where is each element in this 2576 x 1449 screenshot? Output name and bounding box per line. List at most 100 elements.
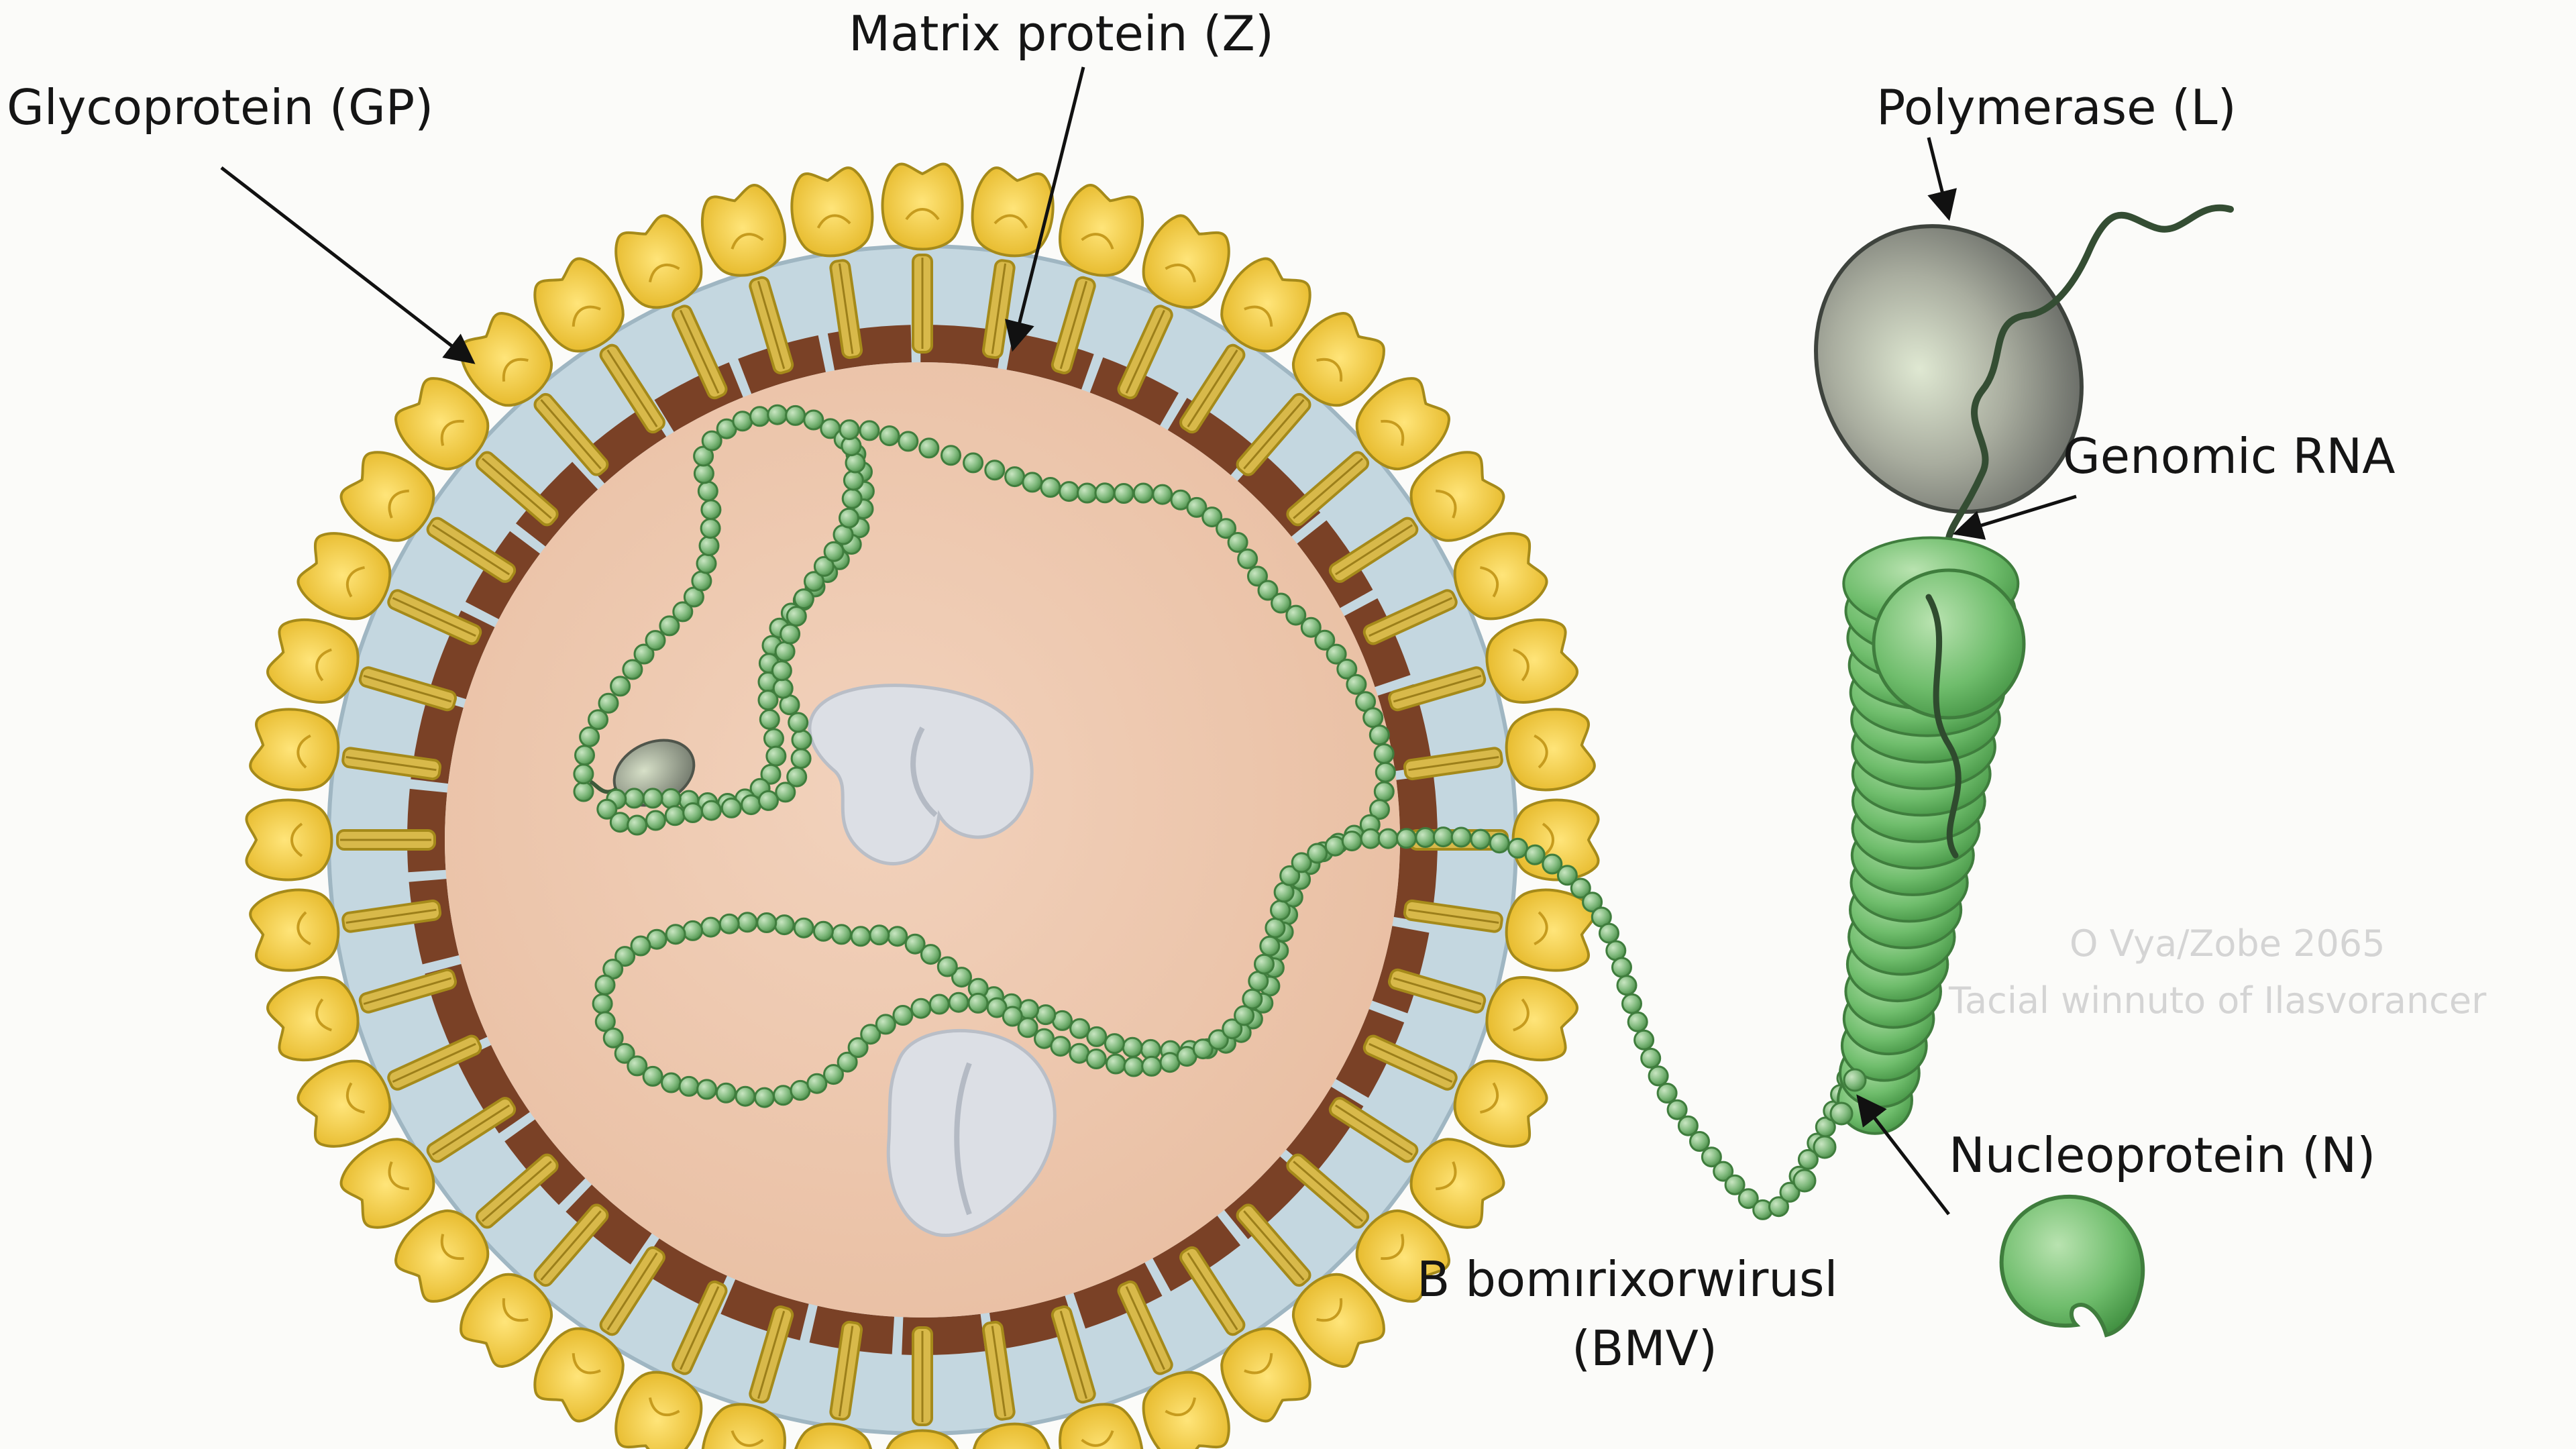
nucleoprotein-bead [1570,877,1591,899]
nucleoprotein-bead [691,570,712,592]
nucleoprotein-bead [1227,532,1248,553]
nucleoprotein-bead [664,805,686,826]
glycoprotein-spike [971,1320,1055,1449]
glycoprotein-spike [881,162,964,354]
nucleoprotein-bead [839,507,859,529]
nucleoprotein-bead [1768,1196,1789,1218]
nucleoprotein-bead [879,425,900,447]
nucleoprotein-bead [1152,484,1173,505]
nucleoprotein-bead [1201,506,1223,528]
nucleoprotein-bead [1813,1135,1837,1159]
nucleoprotein-bead [845,452,866,474]
nucleoprotein-bead [1234,1005,1255,1026]
nucleoprotein-bead [574,745,595,766]
nucleoprotein-bead [741,794,762,816]
nucleoprotein-bead [614,1042,635,1064]
glycoprotein-spike [1117,214,1230,400]
nucleoprotein-bead [1247,566,1268,587]
polymerase-label: Polymerase (L) [1876,79,2237,136]
genomic-rna-arrow [1952,494,2077,540]
glycoprotein-arrow [220,166,476,364]
rna-overlay [1925,594,1962,859]
nucleoprotein-bead [1524,844,1546,865]
nucleoprotein-bead [1122,1036,1143,1058]
glycoprotein-spike [1179,1246,1311,1423]
nucleoprotein-bead [786,606,807,627]
nucleoprotein-bead [1346,674,1367,695]
nucleoprotein-bead [1259,935,1281,957]
glycoprotein-spikes [245,162,1600,1449]
nucleoprotein-bead [1104,1033,1125,1055]
watermark-line-2: Tacial winnuto of Ilasvorancer [1948,979,2487,1022]
nucleoprotein-bead [1085,1049,1107,1069]
glycoprotein-spike [1403,888,1596,972]
nucleoprotein-bead [598,692,619,714]
glycoprotein-spike [971,166,1055,360]
nucleoprotein-bead [1077,482,1097,504]
nucleoprotein-bead [627,1055,648,1077]
glycoprotein-spike [1362,532,1548,645]
nucleoprotein-bead [661,1072,682,1093]
nucleoprotein-bead [1279,865,1301,886]
glycoprotein-spike [266,618,457,712]
nucleoprotein-bead [1701,1146,1722,1168]
nucleoprotein-bead [1105,1053,1126,1075]
nucleoprotein-bead [754,1087,775,1108]
nucleoprotein-bead [645,630,666,651]
nucleoprotein-bead [918,437,940,459]
nucleoprotein-bead [928,994,950,1015]
nucleoprotein-bead [1257,580,1279,601]
nucleoprotein-bead [963,452,984,474]
nucleoprotein-bead [700,518,721,539]
nucleoprotein-bead [1656,1083,1678,1104]
helix-cap [1872,568,2026,720]
nucleoprotein-bead [1326,643,1347,665]
nucleoprotein-bead [579,726,600,747]
glycoprotein-spike [614,1280,728,1449]
nucleoprotein-bead [1542,853,1563,875]
nucleoprotein-bead [594,1011,616,1032]
nucleoprotein-bead [1336,658,1358,680]
nucleoprotein-bead [986,997,1008,1018]
ribosome-upper [808,684,1034,865]
nucleoprotein-bead [1362,707,1384,729]
nucleoprotein-bead [737,912,758,933]
nucleoprotein-bead [823,1064,844,1085]
nucleoprotein-bead [1556,865,1578,886]
nucleoprotein-bead [665,924,686,945]
nucleoprotein-bead [1069,1018,1091,1039]
nucleoprotein-bead [1069,1042,1090,1064]
nucleoprotein-bead [785,405,806,426]
glycoprotein-spike [249,888,442,972]
nucleoprotein-bead [1192,1038,1214,1060]
glycoprotein-spike [700,184,794,374]
watermark: O Vya/Zobe 2065 Tacial winnuto of Ilasvo… [1948,922,2487,1022]
ribosome-lower [886,1028,1057,1237]
nucleoprotein-bead [763,728,784,749]
nucleoprotein-bead [614,946,636,967]
nucleoprotein-bead [622,659,643,680]
nucleoprotein-bead [623,788,645,809]
glycoprotein-spike [614,214,728,400]
nucleoprotein-bead [642,788,663,809]
nucleoprotein-bead [772,678,794,699]
nucleoprotein-bead [1059,481,1080,502]
nucleoprotein-bead [1582,892,1603,913]
nucleoprotein-bead [941,445,961,466]
glycoprotein-spike [790,1320,874,1449]
glycoprotein-spike [394,377,559,527]
nucleoprotein-bead [839,419,860,441]
nucleoprotein-bead [948,991,969,1013]
nucleoprotein-bead [1141,1055,1163,1077]
nucleoprotein-bead [1040,477,1061,498]
nucleoprotein-bead [642,1065,663,1087]
nucleoprotein-bead [682,920,704,941]
glycoprotein-spike [1236,312,1385,476]
nucleoprotein-bead [843,470,864,491]
glycoprotein-spike [460,1203,609,1368]
glycoprotein-spike [1362,1034,1548,1148]
virus-abbr-label: (BMV) [1572,1320,1717,1377]
glycoprotein-spike [1179,257,1311,434]
glycoprotein-spike [533,257,665,434]
